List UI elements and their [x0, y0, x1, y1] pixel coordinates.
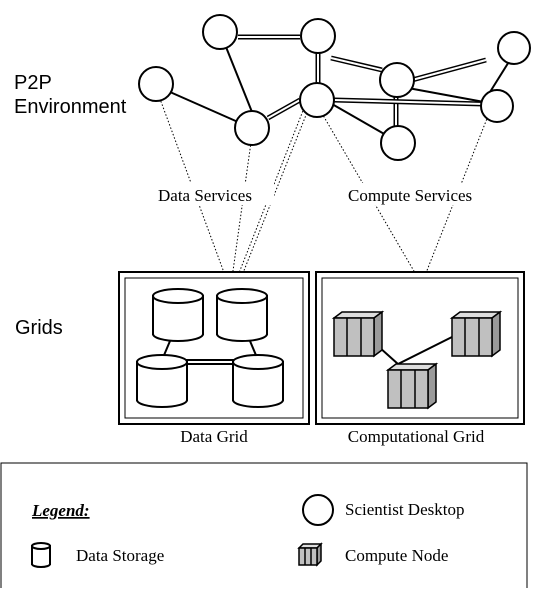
- compute-service-links: [319, 109, 489, 279]
- legend-title: Legend:: [31, 501, 90, 520]
- compute-services-label: Compute Services: [348, 186, 472, 205]
- data-storage-cylinder: [136, 354, 188, 408]
- legend: Legend: Scientist Desktop Data Storage C…: [0, 462, 528, 588]
- legend-item-label: Data Storage: [76, 546, 164, 565]
- legend-item-label: Compute Node: [345, 546, 448, 565]
- desktop-node: [380, 125, 416, 161]
- desktop-node: [480, 89, 514, 123]
- data-service-links: [155, 87, 313, 279]
- p2p-label: P2P: [14, 72, 52, 94]
- cube-icon: [297, 542, 323, 567]
- desktop-node: [299, 82, 335, 118]
- compute-node-cube: [331, 310, 385, 358]
- desktop-node: [138, 66, 174, 102]
- compute-services-label-bg: [344, 183, 504, 205]
- desktop-node: [300, 18, 336, 54]
- cylinder-icon: [31, 542, 51, 568]
- data-storage-cylinder: [152, 288, 204, 342]
- desktop-node: [202, 14, 238, 50]
- desktop-node: [497, 31, 531, 65]
- compute-node-cube: [449, 310, 503, 358]
- circle-icon: [302, 494, 334, 526]
- desktop-node: [234, 110, 270, 146]
- data-grid-caption-bg: [152, 426, 274, 448]
- data-services-label-bg: [152, 183, 274, 205]
- environment-label: Environment: [14, 96, 127, 118]
- p2p-network-links: [169, 34, 511, 136]
- legend-item-label: Scientist Desktop: [345, 500, 464, 519]
- data-storage-cylinder: [216, 288, 268, 342]
- grids-label: Grids: [15, 317, 63, 339]
- computational-grid-caption-bg: [326, 426, 506, 448]
- computational-grid-box: [315, 271, 525, 425]
- data-grid-caption: Data Grid: [180, 427, 248, 446]
- computational-grid-caption: Computational Grid: [348, 427, 485, 446]
- data-grid-box: [118, 271, 310, 425]
- data-storage-cylinder: [232, 354, 284, 408]
- p2p-desktop-nodes: [138, 14, 531, 161]
- data-services-label: Data Services: [158, 186, 252, 205]
- compute-node-cube: [385, 362, 439, 410]
- desktop-node: [379, 62, 415, 98]
